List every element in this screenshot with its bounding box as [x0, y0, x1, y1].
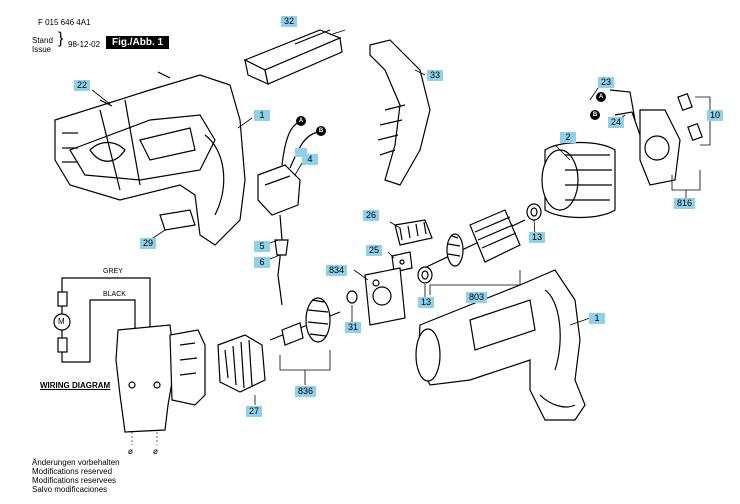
stand-label: Stand: [32, 36, 53, 45]
gear-plate-834: [364, 267, 406, 326]
note-french: Modifications reservees: [32, 476, 117, 485]
callout-24: 24: [608, 117, 625, 128]
switch-cover-29: [149, 209, 196, 241]
callout-6: 6: [254, 257, 270, 268]
callout-4: 4: [302, 154, 318, 165]
spindle-gear-836: [269, 297, 341, 385]
brace-glyph: }: [58, 30, 64, 47]
cover-part-32: [243, 29, 343, 86]
callout-836: 836: [295, 386, 317, 397]
issue-date: 98-12-02: [68, 40, 101, 49]
callout-13-upper: 13: [529, 232, 546, 243]
marker-a-switch: A: [296, 116, 306, 126]
callout-22: 22: [74, 80, 91, 91]
callout-32: 32: [281, 16, 298, 27]
note-german: Änderungen vorbehalten: [32, 458, 120, 467]
callout-26: 26: [363, 210, 380, 221]
wiring-diagram-title: WIRING DIAGRAM: [40, 381, 111, 390]
marker-a-stator: A: [596, 92, 606, 102]
callout-816: 816: [674, 198, 696, 209]
part-26: [394, 219, 433, 246]
callout-blank-switch: [295, 148, 307, 157]
callout-834: 834: [326, 265, 348, 276]
marker-b-stator: B: [590, 110, 600, 120]
switch-4: [257, 121, 319, 306]
callout-29: 29: [140, 238, 157, 249]
callout-27: 27: [246, 406, 263, 417]
assembled-drill: [415, 269, 586, 421]
svg-text:ø: ø: [128, 447, 133, 456]
wire-label-grey: GREY: [103, 268, 123, 275]
callout-5: 5: [254, 241, 270, 252]
brushes-10: [677, 92, 711, 146]
screws-22: [62, 71, 171, 163]
callout-13-lower: 13: [418, 297, 435, 308]
document-number: F 015 646 4A1: [38, 18, 91, 27]
note-spanish: Salvo modificaciones: [32, 485, 108, 494]
marker-b-switch: B: [316, 126, 326, 136]
stator-2: [541, 141, 616, 219]
wiring-diagram-drawing: ø ø: [53, 277, 206, 456]
callout-2: 2: [560, 132, 576, 143]
plate-25: [391, 251, 413, 273]
chuck-27: [217, 334, 266, 405]
callout-803: 803: [466, 292, 488, 303]
housing-half-left: [54, 74, 246, 246]
callout-33: 33: [427, 70, 444, 81]
wire-label-black: BLACK: [103, 291, 126, 298]
figure-label: Fig./Abb. 1: [106, 36, 170, 49]
issue-label: Issue: [32, 45, 52, 54]
modification-notes: Änderungen vorbehalten Modifications res…: [32, 458, 120, 494]
note-english: Modifications reserved: [32, 467, 113, 476]
callout-1-drill: 1: [589, 313, 605, 324]
motor-symbol-label: M: [58, 317, 65, 326]
callout-23: 23: [598, 77, 615, 88]
leader-lines: [237, 29, 701, 326]
handle-insert-33: [369, 39, 431, 186]
bearing-13-lower: [417, 266, 433, 284]
bearing-13-upper: [526, 203, 542, 221]
callout-10: 10: [707, 110, 724, 121]
brush-holder-plate: [609, 89, 681, 186]
callout-1-housing: 1: [254, 110, 270, 121]
bearing-31: [346, 290, 358, 322]
svg-text:ø: ø: [153, 447, 158, 456]
callout-25: 25: [366, 245, 383, 256]
callout-31: 31: [345, 322, 362, 333]
armature-803: [419, 209, 526, 271]
